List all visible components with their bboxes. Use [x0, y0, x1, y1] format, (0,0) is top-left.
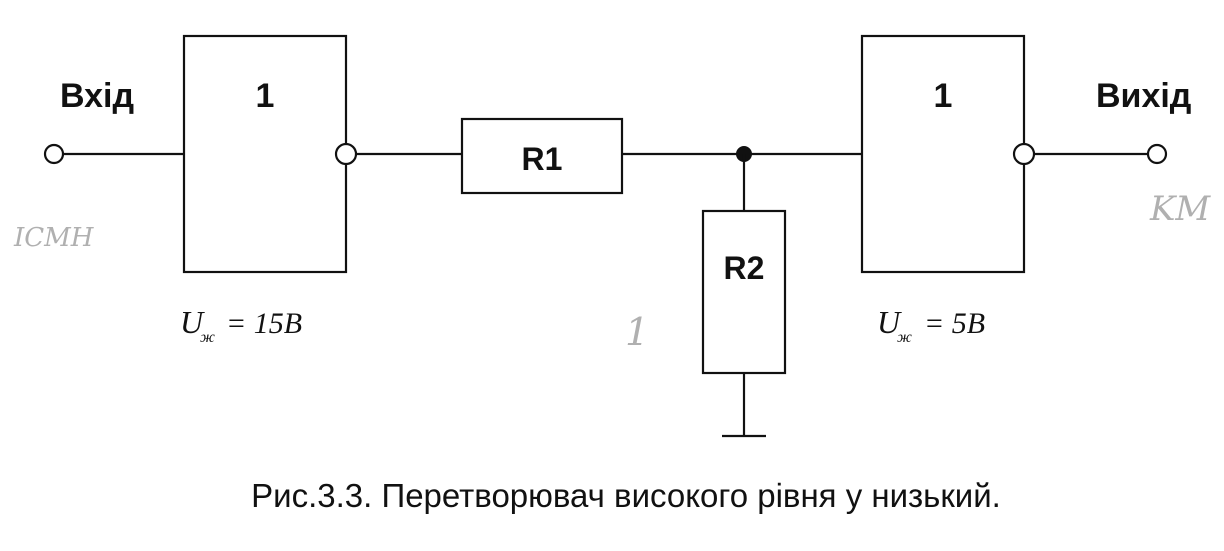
resistor-r1: [460, 117, 624, 195]
resistor-r1-label: R1: [522, 141, 563, 177]
gate-right-label: 1: [934, 77, 953, 115]
gate-right-inverter-bubble: [1012, 142, 1036, 166]
gate-right-supply-value: = 5B: [924, 307, 985, 340]
gate-left-supply-value: = 15B: [226, 307, 302, 340]
output-label: Вихід: [1096, 77, 1191, 115]
resistor-r2: [701, 209, 787, 375]
gate-right: [860, 34, 1026, 274]
resistor-r2-label: R2: [724, 250, 765, 286]
handwritten-mark-left: ICMH: [13, 223, 95, 253]
gate-right-supply-sub: ж: [897, 329, 912, 346]
gate-left-inverter-bubble: [334, 142, 358, 166]
gate-left-supply-sub: ж: [200, 329, 215, 346]
output-terminal: [1146, 143, 1168, 165]
figure-caption: Рис.3.3. Перетворювач високого рівня у н…: [251, 477, 1001, 514]
gate-left: [182, 34, 348, 274]
input-label: Вхід: [60, 77, 134, 115]
gate-left-supply-var: U: [180, 304, 205, 340]
handwritten-mark-middle: 1: [625, 310, 649, 354]
gate-left-supply: U ж = 15B: [180, 304, 302, 346]
input-terminal: [43, 143, 65, 165]
gate-left-label: 1: [256, 77, 275, 115]
handwritten-mark-right: KM: [1149, 189, 1211, 229]
gate-right-supply-var: U: [877, 304, 902, 340]
gate-right-supply: U ж = 5B: [877, 304, 985, 346]
